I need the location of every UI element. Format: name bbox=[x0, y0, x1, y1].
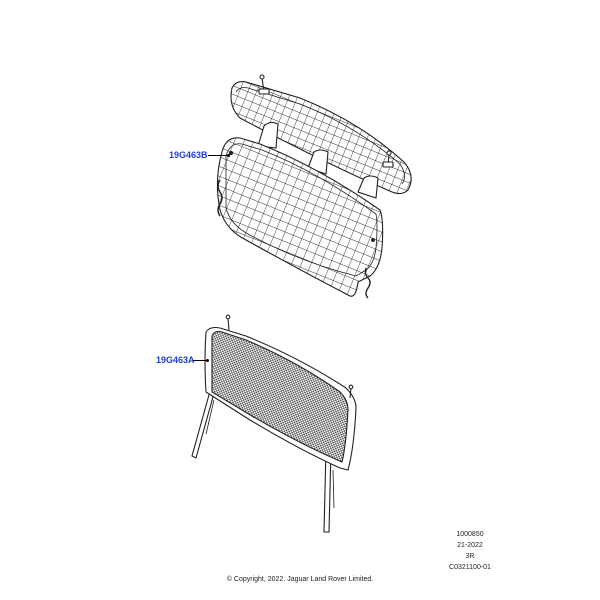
leader-dot-b bbox=[227, 154, 230, 157]
upper-partition-assembly bbox=[216, 74, 412, 299]
leader-line-a bbox=[193, 360, 207, 361]
upper-main-panel bbox=[216, 137, 384, 297]
lower-partition-assembly bbox=[191, 314, 357, 533]
bolt-icon bbox=[382, 150, 394, 168]
meta-line-1: 1000850 bbox=[456, 531, 484, 538]
callout-19g463a[interactable]: 19G463A bbox=[156, 355, 195, 365]
lower-fine-mesh bbox=[211, 330, 349, 463]
pin-icon bbox=[225, 314, 231, 331]
leader-line-b bbox=[208, 155, 228, 156]
meta-line-2: 21-2022 bbox=[457, 542, 483, 549]
meta-line-4: C0321100-01 bbox=[449, 564, 491, 571]
callout-19g463b[interactable]: 19G463B bbox=[169, 150, 208, 160]
copyright-notice: © Copyright, 2022. Jaguar Land Rover Lim… bbox=[226, 576, 374, 583]
upper-top-panel bbox=[230, 81, 412, 195]
meta-line-3: 3R bbox=[465, 553, 475, 560]
illustration-meta: 1000850 21-2022 3R C0321100-01 bbox=[430, 529, 510, 573]
bolt-icon bbox=[258, 74, 270, 95]
leader-dot-a bbox=[206, 359, 209, 362]
pin-icon bbox=[348, 384, 354, 399]
